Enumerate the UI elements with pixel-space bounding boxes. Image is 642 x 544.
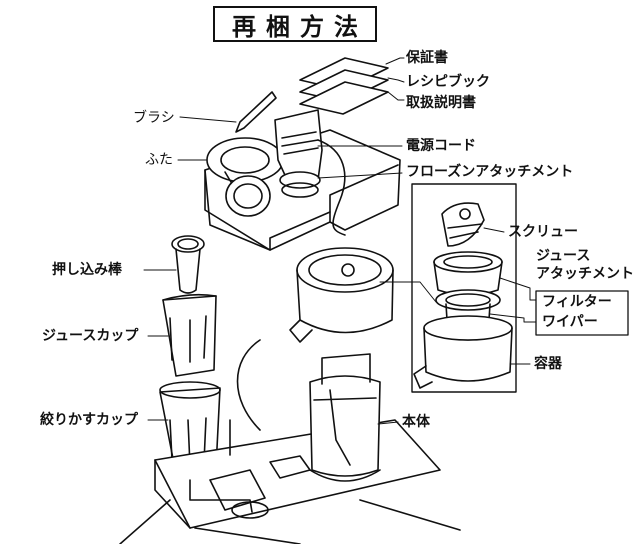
label-juice-attachment-1: ジュース xyxy=(536,248,591,264)
power-cord-icon xyxy=(317,139,346,236)
pusher-icon xyxy=(171,235,205,294)
brush-icon xyxy=(235,91,277,133)
label-pulp-cup: 絞りかすカップ xyxy=(40,412,138,428)
main-body-icon xyxy=(309,353,381,482)
label-container: 容器 xyxy=(534,356,562,372)
label-juice-attachment-2: アタッチメント xyxy=(536,266,634,282)
label-frozen-attachment: フローズンアタッチメント xyxy=(406,164,574,180)
label-wiper: ワイパー xyxy=(542,314,598,330)
inset-frame xyxy=(411,183,517,393)
label-warranty: 保証書 xyxy=(406,50,448,66)
lid-icon xyxy=(206,137,284,217)
leader-lines xyxy=(143,57,537,425)
label-main-body: 本体 xyxy=(402,414,430,430)
page-title: 再梱方法 xyxy=(213,6,377,42)
label-brush: ブラシ xyxy=(133,110,175,126)
label-power-cord: 電源コード xyxy=(406,138,476,154)
label-screw: スクリュー xyxy=(508,224,578,240)
frozen-attachment-icon xyxy=(274,109,323,198)
juicing-bowl-icon xyxy=(289,247,394,343)
label-manual: 取扱説明書 xyxy=(406,95,476,111)
label-lid: ふた xyxy=(145,152,173,168)
documents-stack xyxy=(299,57,389,115)
juice-attachment-icon xyxy=(433,251,503,296)
container-icon xyxy=(413,315,513,389)
screw-icon xyxy=(441,202,485,247)
filter-wiper-label-box xyxy=(535,290,629,336)
label-pusher: 押し込み棒 xyxy=(52,262,122,278)
label-filter: フィルター xyxy=(542,294,612,310)
label-juice-cup: ジュースカップ xyxy=(42,328,139,344)
juice-cup-icon xyxy=(162,293,217,377)
label-recipe-book: レシピブック xyxy=(406,74,490,90)
